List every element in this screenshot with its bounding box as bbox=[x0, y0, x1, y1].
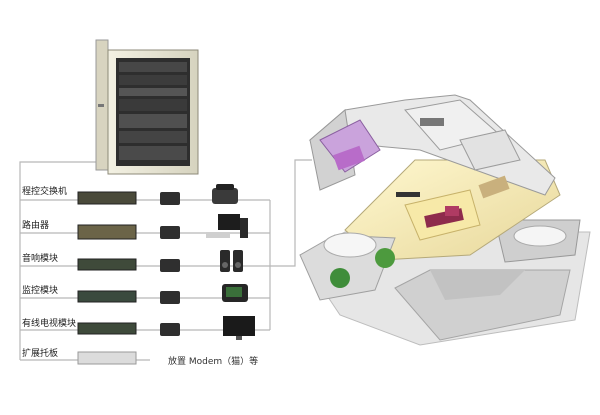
expansion-note: 放置 Modem（猫）等 bbox=[168, 357, 259, 367]
module-label-cable-tv: 有线电视模块 bbox=[22, 319, 77, 329]
wall-sockets bbox=[160, 192, 180, 336]
module-hardware bbox=[77, 191, 137, 365]
tv-icon bbox=[223, 316, 255, 340]
distribution-cabinet bbox=[95, 39, 199, 175]
module-label-monitoring: 监控模块 bbox=[22, 286, 59, 296]
telephone-icon bbox=[212, 184, 238, 204]
module-label-expansion-tray: 扩展托板 bbox=[22, 349, 59, 359]
computer-icon bbox=[206, 214, 248, 238]
smart-home-illustration bbox=[299, 94, 591, 346]
module-label-pbx: 程控交换机 bbox=[22, 187, 68, 197]
speaker-icon bbox=[220, 250, 243, 272]
module-label-audio: 音响模块 bbox=[22, 254, 59, 264]
connector-lines bbox=[19, 159, 312, 361]
module-label-router: 路由器 bbox=[22, 221, 50, 231]
camera-icon bbox=[222, 284, 248, 302]
